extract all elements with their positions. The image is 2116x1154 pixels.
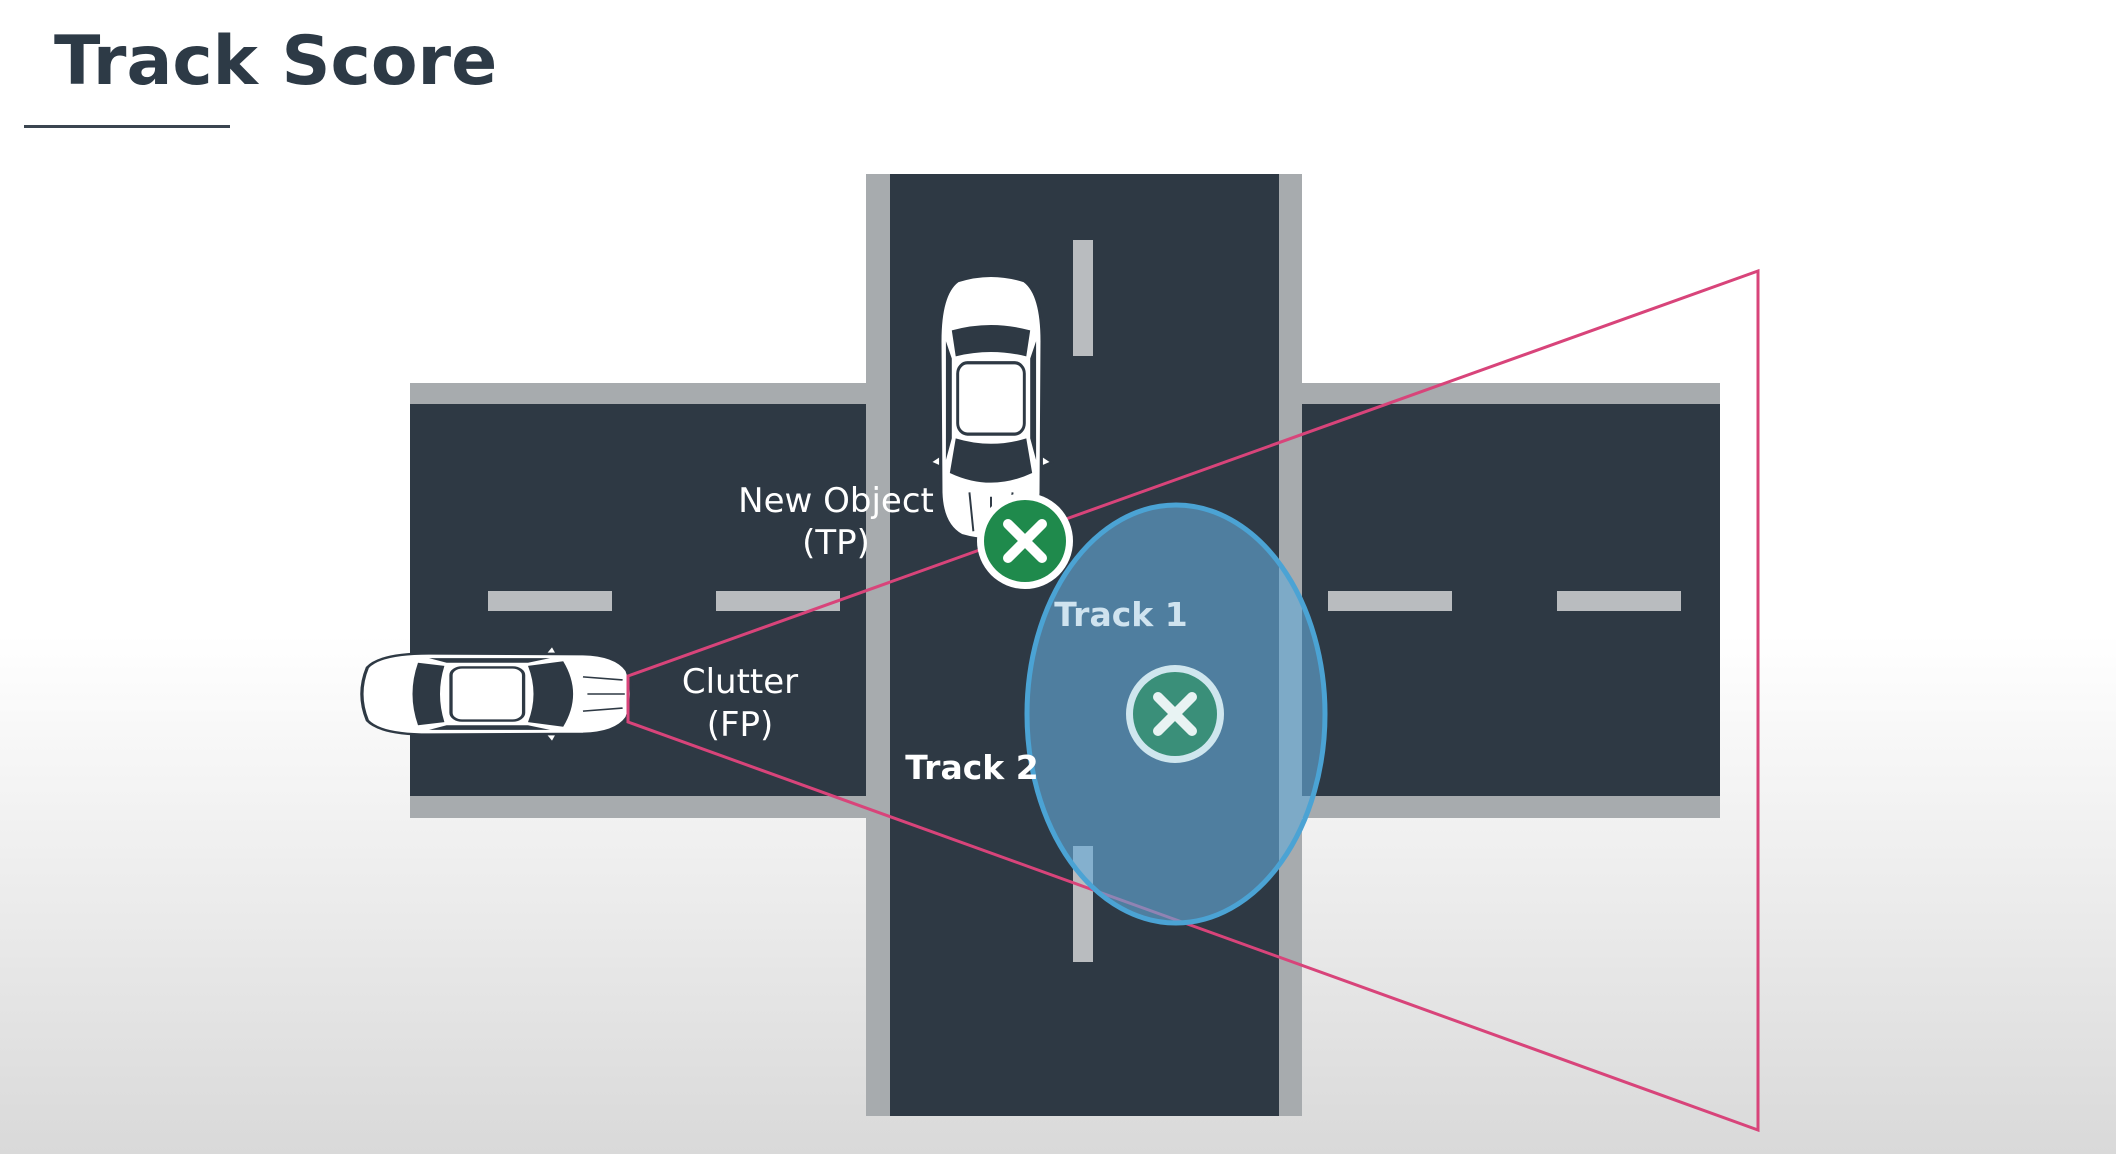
- track1-x-circle-icon: [1126, 665, 1224, 763]
- ego-vehicle-car-icon: [360, 643, 634, 745]
- new-object-type-label: (TP): [802, 523, 870, 563]
- new-object-label: New Object: [738, 481, 934, 521]
- title-underline: [24, 125, 230, 128]
- new-object-x-circle-icon: [977, 493, 1073, 589]
- clutter-label: Clutter: [682, 662, 798, 702]
- track2-label: Track 2: [905, 748, 1038, 787]
- track1-label: Track 1: [1054, 595, 1187, 634]
- lane-markings-horizontal: [488, 591, 1681, 611]
- clutter-type-label: (FP): [707, 705, 774, 745]
- page-title: Track Score: [54, 22, 498, 101]
- sensor-field-of-view: [626, 268, 1760, 1133]
